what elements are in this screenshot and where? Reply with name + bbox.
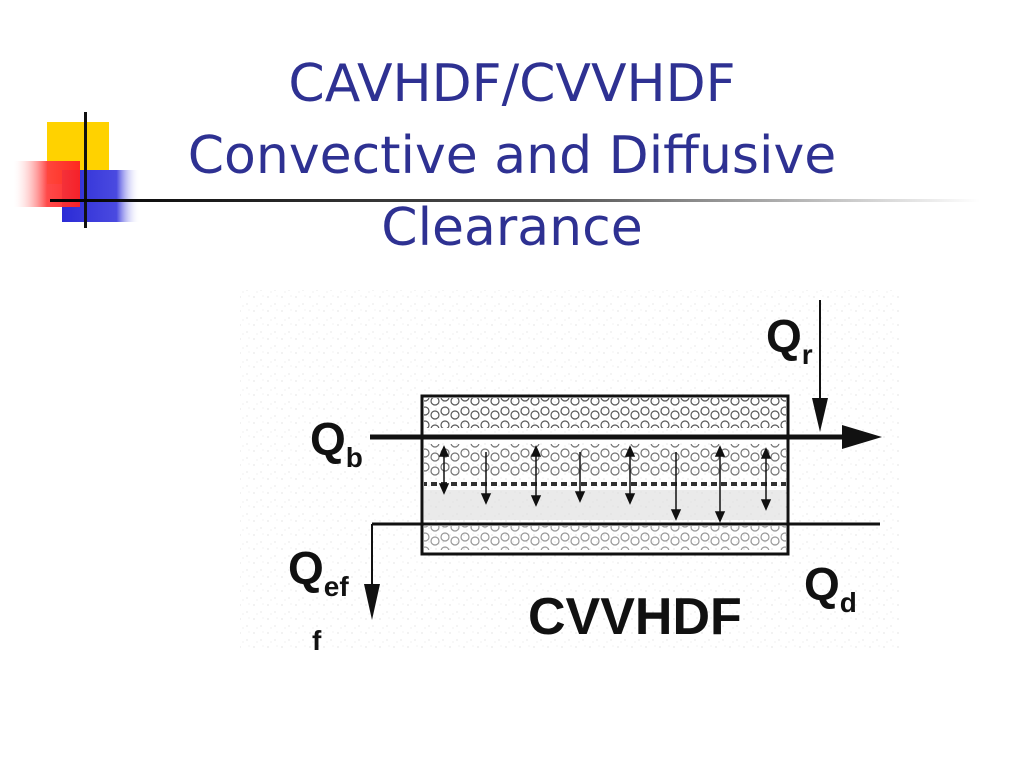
filter-outline <box>420 394 790 556</box>
title-line-2: Convective and Diffusive <box>187 126 837 186</box>
filter-middle-granules <box>424 444 786 476</box>
blood-flow-arrowhead <box>842 425 882 449</box>
label-qd: Qd <box>804 558 857 618</box>
diagram-caption: CVVHDF <box>528 588 742 646</box>
label-qb-sub: b <box>346 442 363 473</box>
decorative-corner-graphic <box>14 112 980 228</box>
title-line-3: Clearance <box>381 198 643 258</box>
exchange-arrow <box>670 452 682 521</box>
exchange-arrow <box>530 445 542 507</box>
title-rule <box>50 199 980 202</box>
exchange-arrow <box>574 452 586 503</box>
replacement-flow-arrowhead <box>812 398 828 432</box>
title-line-1: CAVHDF/CVVHDF <box>288 54 736 114</box>
cvvhdf-diagram: Qr Qb Qef f Qd CVVHDF <box>235 280 915 660</box>
exchange-arrow <box>760 447 772 511</box>
exchange-arrow <box>714 445 726 523</box>
label-qeff-sub2: f <box>312 625 322 656</box>
cvvhdf-diagram-svg: Qr Qb Qef f Qd CVVHDF <box>240 290 900 656</box>
label-qeff-main: Q <box>288 542 324 594</box>
label-qb: Qb <box>310 413 363 473</box>
filter-cartridge <box>420 394 790 556</box>
filter-bottom-granules <box>424 526 786 550</box>
label-qd-main: Q <box>804 558 840 610</box>
label-qr-sub: r <box>802 339 813 370</box>
exchange-arrow <box>624 445 636 505</box>
label-qeff-sub: ef <box>324 571 350 602</box>
label-qr-main: Q <box>766 310 802 362</box>
filter-top-granules <box>424 398 786 428</box>
label-qr: Qr <box>766 310 813 370</box>
exchange-arrow <box>480 452 492 505</box>
exchange-arrow <box>438 445 450 495</box>
exchange-arrows <box>438 445 772 523</box>
deco-vertical-line <box>84 112 87 228</box>
label-qd-sub: d <box>840 587 857 618</box>
slide-title: CAVHDF/CVVHDF Convective and Diffusive C… <box>150 48 874 264</box>
label-qb-main: Q <box>310 413 346 465</box>
filter-membrane <box>424 478 786 488</box>
label-qeff: Qef <box>288 542 349 602</box>
effluent-flow-arrowhead <box>364 584 380 620</box>
filter-lower-zone <box>424 490 786 520</box>
